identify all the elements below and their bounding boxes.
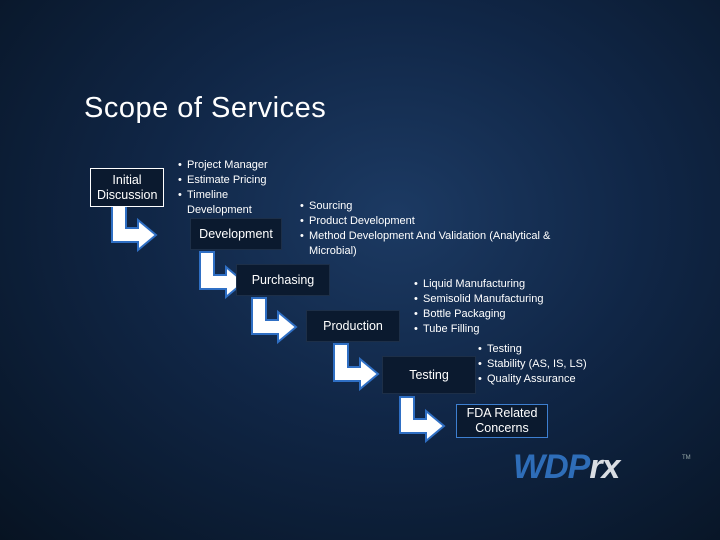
bullet-item: Semisolid Manufacturing bbox=[414, 292, 564, 307]
arrow-1 bbox=[111, 205, 158, 253]
bullet-item: Tube Filling bbox=[414, 322, 564, 337]
step-development: Development bbox=[190, 218, 282, 250]
step-label: Testing bbox=[409, 367, 449, 382]
bullet-item: Bottle Packaging bbox=[414, 307, 564, 322]
arrow-3 bbox=[251, 297, 298, 345]
step-label: Initial Discussion bbox=[97, 172, 158, 202]
logo-brand-blue: WDP bbox=[513, 448, 590, 486]
step-label: FDA Related Concerns bbox=[466, 406, 538, 435]
bullet-item: Method Development And Validation (Analy… bbox=[300, 229, 570, 259]
arrow-2 bbox=[199, 251, 246, 300]
step-fda-related-concerns: FDA Related Concerns bbox=[456, 404, 548, 438]
bullets-initial-discussion: Project Manager Estimate Pricing Timelin… bbox=[178, 158, 288, 218]
bullets-testing: Testing Stability (AS, IS, LS) Quality A… bbox=[478, 342, 618, 387]
bullet-item: Stability (AS, IS, LS) bbox=[478, 357, 618, 372]
wdprx-logo: WDPrx bbox=[513, 448, 620, 487]
bullet-item: Liquid Manufacturing bbox=[414, 277, 564, 292]
arrow-4 bbox=[333, 343, 380, 392]
step-label: Purchasing bbox=[251, 272, 315, 287]
logo-brand-grey: rx bbox=[589, 448, 620, 486]
step-initial-discussion: Initial Discussion bbox=[90, 168, 164, 207]
step-label: Production bbox=[323, 318, 383, 333]
logo-trademark: TM bbox=[682, 455, 691, 461]
step-label: Development bbox=[199, 226, 273, 241]
bullets-production: Liquid Manufacturing Semisolid Manufactu… bbox=[414, 277, 564, 337]
bullets-development: Sourcing Product Development Method Deve… bbox=[300, 199, 570, 259]
bullet-item: Product Development bbox=[300, 214, 570, 229]
bullet-item: Estimate Pricing bbox=[178, 173, 288, 188]
step-testing: Testing bbox=[382, 356, 476, 394]
arrow-5 bbox=[399, 396, 446, 444]
bullet-item: Testing bbox=[478, 342, 618, 357]
bullet-item: Timeline Development bbox=[178, 188, 257, 218]
step-production: Production bbox=[306, 310, 400, 342]
bullet-item: Project Manager bbox=[178, 158, 288, 173]
bullet-item: Quality Assurance bbox=[478, 372, 618, 387]
bullet-item: Sourcing bbox=[300, 199, 570, 214]
step-purchasing: Purchasing bbox=[236, 264, 330, 296]
slide-title: Scope of Services bbox=[84, 92, 327, 124]
